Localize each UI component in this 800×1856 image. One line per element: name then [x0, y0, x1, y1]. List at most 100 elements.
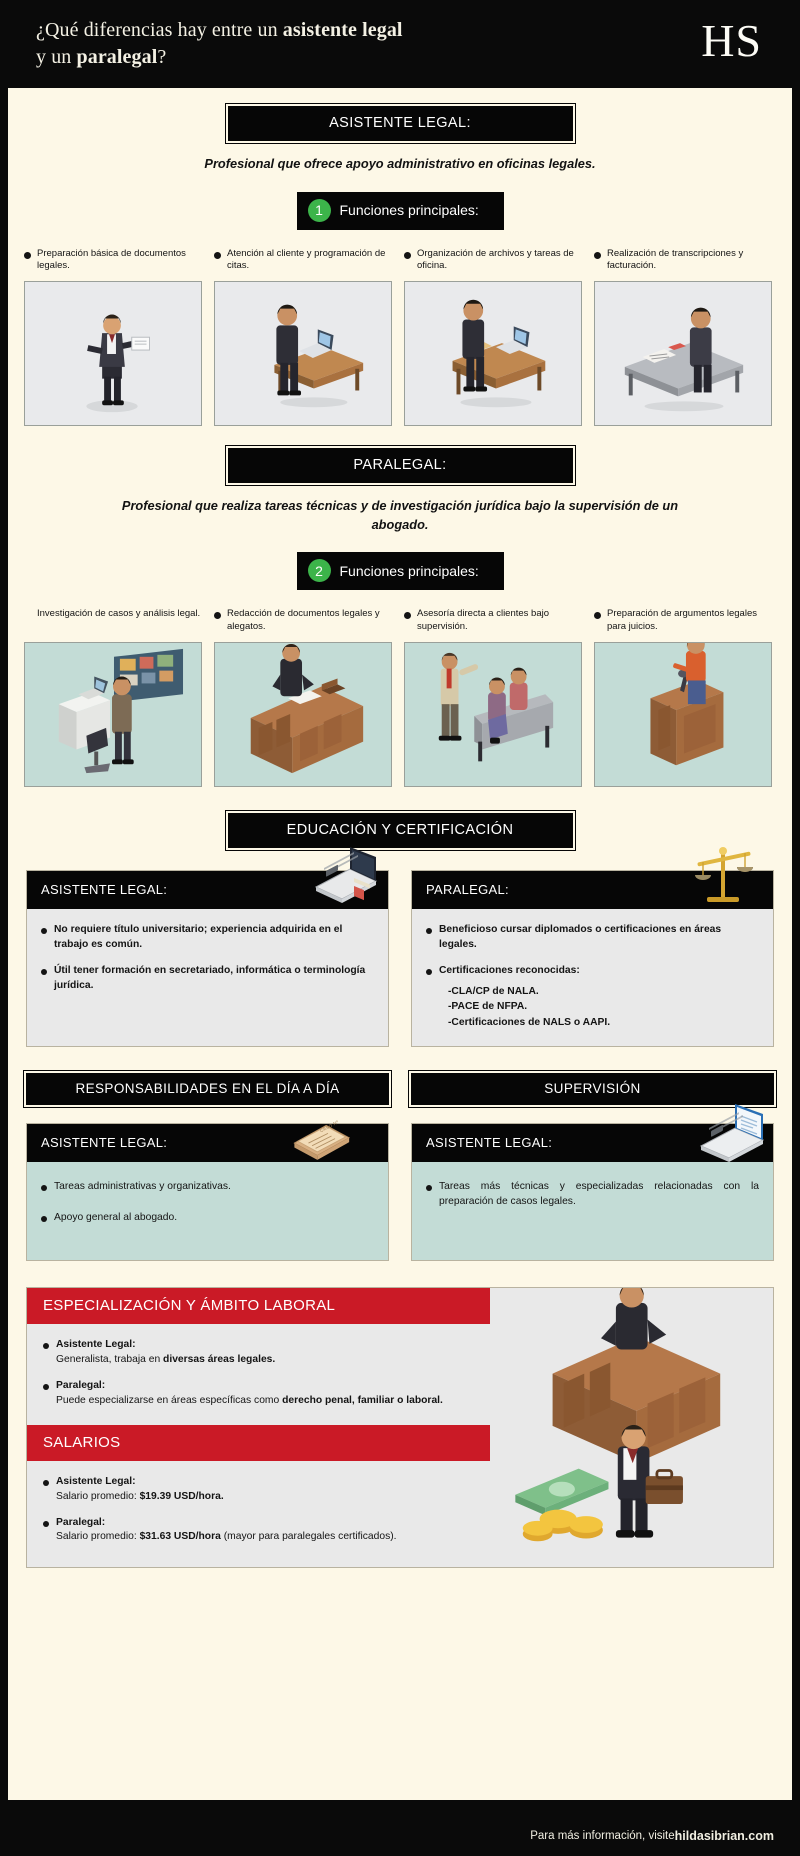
caption-item: Preparación básica de documentos legales… [24, 248, 202, 274]
money-briefcase-icon [514, 1424, 683, 1542]
infographic-canvas: ASISTENTE LEGAL: Profesional que ofrece … [8, 88, 792, 1800]
bullet-dot-icon [404, 251, 411, 259]
bullet-dot-icon [426, 1184, 432, 1191]
bullet-dot-icon [594, 251, 601, 259]
functions-label-assistant: Funciones principales: [339, 202, 479, 219]
list-item-text: Paralegal: Salario promedio: $31.63 USD/… [56, 1516, 397, 1543]
sub-list-item: -Certificaciones de NALS o AAPI. [448, 1016, 611, 1028]
bullet-dot-icon [43, 1479, 49, 1486]
banner-responsabilidades: RESPONSABILIDADES EN EL DÍA A DÍA [26, 1072, 389, 1105]
page-header: ¿Qué diferencias hay entre un asistente … [0, 0, 800, 88]
title-line-2: y un paralegal? [36, 46, 167, 68]
list-item-text: Beneficioso cursar diplomados o certific… [439, 923, 722, 950]
scales-of-justice-icon [695, 846, 753, 902]
card-title: ASISTENTE LEGAL: [426, 1134, 553, 1150]
illustration-case-research-board [24, 641, 202, 787]
document-stack-icon: CASO Nº [293, 1119, 351, 1160]
bullet-dot-icon [41, 968, 47, 975]
bullet-dot-icon [594, 612, 601, 620]
bullet-dot-icon [214, 251, 221, 259]
list-item-text: Asistente Legal: Generalista, trabaja en… [56, 1338, 276, 1365]
list-item-text: Apoyo general al abogado. [54, 1211, 178, 1223]
list-item: Paralegal: Puede especializarse en áreas… [43, 1379, 474, 1409]
title-line-1: ¿Qué diferencias hay entre un asistente … [36, 19, 403, 41]
card-educacion-paralegal: PARALEGAL: Beneficioso cursar diplomados… [411, 846, 774, 1047]
caption-item: Redacción de documentos legales y alegat… [214, 608, 392, 634]
bullet-dot-icon [426, 968, 432, 975]
list-item: Tareas administrativas y organizativas. [41, 1180, 374, 1195]
role-label: Asistente Legal: [56, 1338, 136, 1350]
bullet-dot-icon [24, 612, 31, 619]
illustration-podium-argument [594, 641, 772, 787]
bar-especializacion: ESPECIALIZACIÓN Y ÁMBITO LABORAL [27, 1287, 490, 1324]
card-responsabilidades: ASISTENTE LEGAL: CASO Nº Tareas administ… [26, 1119, 389, 1261]
illustration-transcription-desk [594, 281, 772, 427]
card-body: Tareas más técnicas y especializadas rel… [412, 1161, 773, 1260]
illustration-office-worker-documents [24, 281, 202, 427]
list-item-text: Certificaciones reconocidas: [439, 964, 580, 976]
list-item-text: Útil tener formación en secretariado, in… [54, 964, 366, 991]
caption-row-assistant: Preparación básica de documentos legales… [8, 248, 792, 274]
card-title: PARALEGAL: [426, 881, 509, 897]
list-item-text: Tareas administrativas y organizativas. [54, 1180, 231, 1192]
banner-supervision: SUPERVISIÓN [411, 1072, 774, 1105]
caption-text: Preparación de argumentos legales para j… [607, 608, 757, 633]
page-title: ¿Qué diferencias hay entre un asistente … [36, 17, 403, 71]
role-label: Paralegal: [56, 1379, 106, 1391]
role-label: Asistente Legal: [56, 1475, 136, 1487]
caption-text: Realización de transcripciones y factura… [607, 247, 744, 272]
banner-asistente-legal: ASISTENTE LEGAL: [227, 106, 573, 141]
caption-text: Atención al cliente y programación de ci… [227, 247, 386, 272]
laptop-icon [314, 846, 378, 903]
bullet-dot-icon [404, 612, 411, 620]
bar-salarios: SALARIOS [27, 1424, 490, 1461]
card-header: PARALEGAL: [412, 846, 773, 909]
banner-paralegal: PARALEGAL: [227, 448, 573, 484]
caption-item: Preparación de argumentos legales para j… [594, 608, 772, 634]
footer-text: Para más información, visite [530, 1830, 675, 1842]
bullet-dot-icon [43, 1383, 49, 1390]
list-item: Asistente Legal: Salario promedio: $19.3… [43, 1475, 474, 1505]
functions-pill-assistant: 1 Funciones principales: [296, 191, 504, 230]
specialization-salaries-block: ESPECIALIZACIÓN Y ÁMBITO LABORAL Asisten… [26, 1283, 774, 1569]
number-badge-1: 1 [307, 198, 331, 222]
bullet-dot-icon [24, 251, 31, 259]
caption-item: Asesoría directa a clientes bajo supervi… [404, 608, 582, 634]
caption-item: Organización de archivos y tareas de ofi… [404, 248, 582, 274]
daily-cards: ASISTENTE LEGAL: CASO Nº Tareas administ… [8, 1103, 792, 1261]
daily-banner-row: RESPONSABILIDADES EN EL DÍA A DÍA SUPERV… [8, 1072, 792, 1105]
education-cards: ASISTENTE LEGAL: No requ [8, 846, 792, 1047]
specialization-artwork [490, 1283, 773, 1567]
bullet-dot-icon [426, 927, 432, 934]
subtitle-paralegal: Profesional que realiza tareas técnicas … [121, 498, 679, 532]
bullet-dot-icon [43, 1342, 49, 1349]
page-footer: Para más información, visite hildasibria… [0, 1816, 800, 1856]
caption-row-paralegal: Investigación de casos y análisis legal.… [8, 608, 792, 634]
illustration-desk-files-organizing [404, 281, 582, 427]
caption-text: Preparación básica de documentos legales… [37, 247, 186, 272]
banner-educacion: EDUCACIÓN Y CERTIFICACIÓN [227, 812, 573, 848]
caption-text: Investigación de casos y análisis legal. [37, 608, 201, 620]
caption-item: Realización de transcripciones y factura… [594, 248, 772, 274]
card-body: No requiere título universitario; experi… [27, 909, 388, 1021]
brand-logo: HS [701, 15, 762, 66]
caption-item: Atención al cliente y programación de ci… [214, 248, 392, 274]
panel-row-paralegal [8, 641, 792, 787]
sub-list: -CLA/CP de NALA. -PACE de NFPA. -Certifi… [448, 984, 759, 1030]
list-item: No requiere título universitario; experi… [41, 923, 374, 953]
sub-list-item: -CLA/CP de NALA. [448, 985, 539, 997]
specialization-body: Asistente Legal: Generalista, trabaja en… [27, 1324, 490, 1425]
bullet-dot-icon [41, 1184, 47, 1191]
card-header: ASISTENTE LEGAL: CASO Nº [27, 1119, 388, 1162]
subtitle-asistente-legal: Profesional que ofrece apoyo administrat… [204, 156, 596, 171]
bullet-dot-icon [41, 1215, 47, 1222]
card-header: ASISTENTE LEGAL: [412, 1103, 773, 1162]
panel-row-assistant [8, 281, 792, 427]
illustration-client-advising-bench [404, 641, 582, 787]
list-item-text: Tareas más técnicas y especializadas rel… [439, 1180, 759, 1207]
salaries-body: Asistente Legal: Salario promedio: $19.3… [27, 1461, 490, 1568]
card-title: ASISTENTE LEGAL: [41, 1134, 168, 1150]
role-label: Paralegal: [56, 1516, 106, 1528]
bullet-dot-icon [43, 1520, 49, 1527]
footer-site[interactable]: hildasibrian.com [674, 1829, 774, 1843]
